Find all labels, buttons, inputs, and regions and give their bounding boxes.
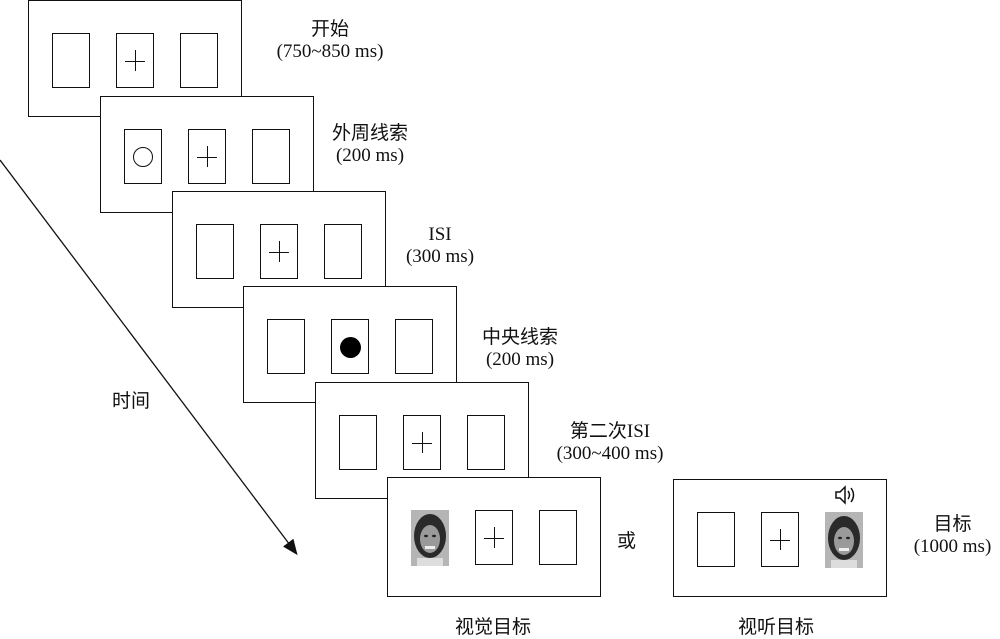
circle-icon	[133, 147, 153, 167]
right-box	[539, 510, 577, 565]
right-box	[180, 33, 218, 88]
right-box	[395, 319, 433, 374]
or-label: 或	[617, 531, 637, 552]
stage-label: 第二次ISI(300~400 ms)	[556, 421, 664, 464]
dot-icon	[340, 337, 361, 358]
frame-audiovisual-target	[673, 479, 887, 597]
fixation-cross-icon	[403, 415, 441, 470]
speaker-icon	[835, 485, 855, 505]
left-box	[697, 512, 735, 567]
audiovisual-target-label: 视听目标	[738, 617, 815, 638]
face-image	[825, 512, 863, 568]
left-box	[267, 319, 305, 374]
fixation-cross-icon	[761, 512, 799, 567]
fixation-cross-icon	[475, 510, 513, 565]
left-box	[124, 129, 162, 184]
visual-target-label: 视觉目标	[455, 617, 532, 638]
right-box	[324, 224, 362, 279]
right-box	[467, 415, 505, 470]
time-label: 时间	[112, 391, 151, 412]
fixation-cross-icon	[260, 224, 298, 279]
left-box	[339, 415, 377, 470]
stage-label: ISI(300 ms)	[405, 224, 475, 267]
fixation-cross-icon	[188, 129, 226, 184]
stage-label: 外周线索(200 ms)	[331, 123, 408, 166]
fixation-cross-icon	[116, 33, 154, 88]
left-box	[196, 224, 234, 279]
face-image	[411, 510, 449, 566]
left-box	[52, 33, 90, 88]
stage-label: 中央线索(200 ms)	[481, 327, 558, 370]
stage-label: 目标(1000 ms)	[913, 514, 992, 557]
right-box	[252, 129, 290, 184]
frame-start	[28, 0, 242, 117]
stage-label: 开始(750~850 ms)	[276, 19, 384, 62]
frame-visual-target	[387, 477, 601, 597]
center-box	[331, 319, 369, 374]
